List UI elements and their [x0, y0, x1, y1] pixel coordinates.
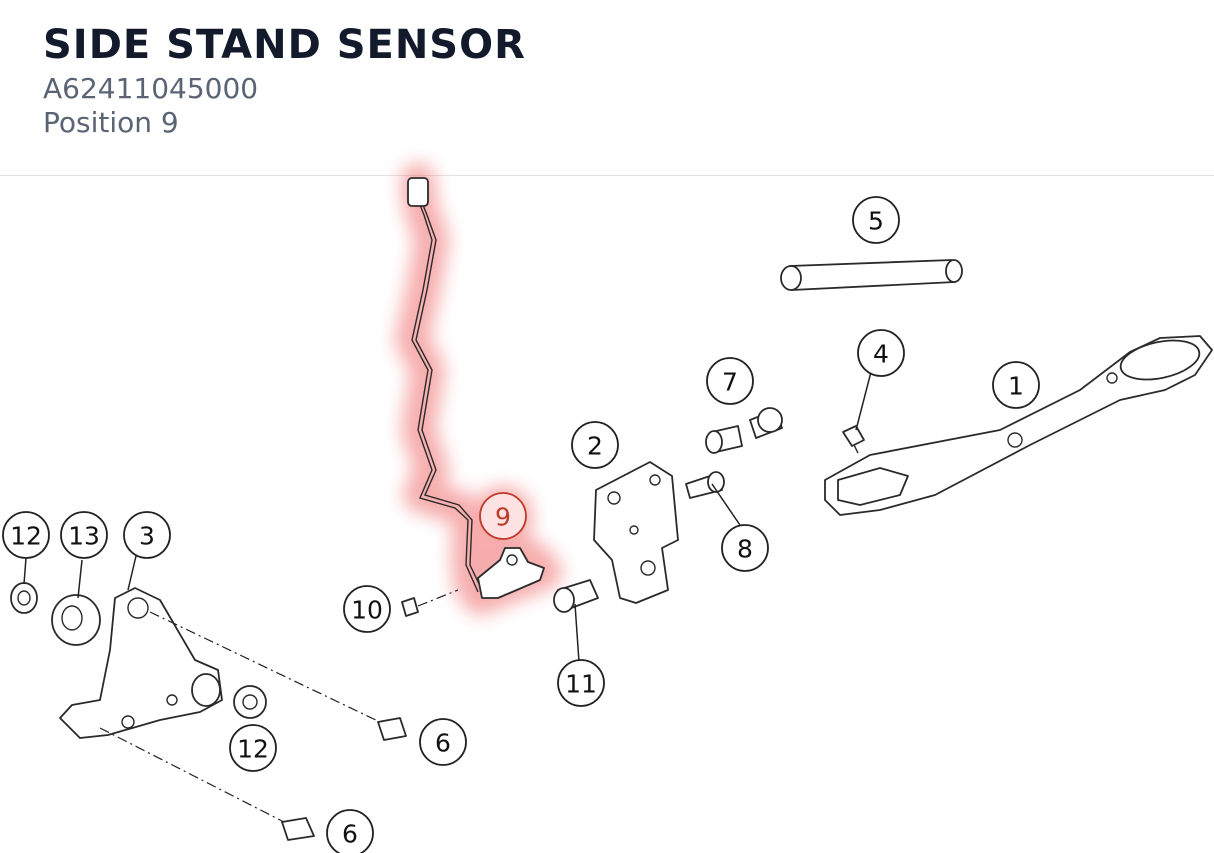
callout-label-11: 11: [565, 670, 597, 699]
callout-13[interactable]: 13: [60, 511, 108, 559]
callout-label-9: 9: [495, 503, 511, 532]
callout-1[interactable]: 1: [992, 361, 1040, 409]
frame-bracket-part[interactable]: [59, 587, 223, 739]
callout-label-10: 10: [351, 596, 383, 625]
callout-6b[interactable]: 6: [326, 809, 374, 853]
callout-label-1: 1: [1008, 372, 1024, 401]
bolt-part-7[interactable]: [705, 407, 783, 454]
callout-3[interactable]: 3: [123, 511, 171, 559]
callout-label-6b: 6: [342, 820, 358, 849]
leader-lines: [23, 371, 872, 663]
part-number: A62411045000: [43, 72, 259, 105]
callout-label-12a: 12: [10, 522, 42, 551]
callout-10[interactable]: 10: [343, 585, 391, 633]
bolt-part-6a[interactable]: [377, 717, 407, 741]
callout-4[interactable]: 4: [857, 329, 905, 377]
callout-label-3: 3: [139, 522, 155, 551]
washer-part-12b[interactable]: [233, 685, 267, 719]
pivot-pin-part[interactable]: [780, 259, 963, 291]
bolt-part-6b[interactable]: [281, 817, 315, 841]
callout-11[interactable]: 11: [557, 659, 605, 707]
side-stand-sensor-part[interactable]: [407, 177, 545, 599]
bushing-part-13[interactable]: [51, 594, 101, 646]
callout-label-5: 5: [868, 207, 884, 236]
pin-part-11[interactable]: [553, 579, 599, 613]
side-stand-leg-part[interactable]: [824, 334, 1213, 516]
header: SIDE STAND SENSOR A62411045000 Position …: [0, 0, 1214, 176]
page-title: SIDE STAND SENSOR: [43, 22, 526, 68]
callout-label-4: 4: [873, 340, 889, 369]
position-label: Position 9: [43, 106, 179, 139]
callout-5[interactable]: 5: [852, 196, 900, 244]
bolt-part-8[interactable]: [685, 471, 725, 499]
callout-7[interactable]: 7: [706, 357, 754, 405]
callout-label-2: 2: [587, 432, 603, 461]
bracket-plate-part[interactable]: [593, 461, 679, 604]
callout-9[interactable]: 9: [479, 492, 527, 540]
washer-part-12a[interactable]: [10, 582, 38, 614]
callout-12a[interactable]: 12: [2, 511, 50, 559]
callout-label-12b: 12: [237, 735, 269, 764]
callout-label-7: 7: [722, 368, 738, 397]
callout-12b[interactable]: 12: [229, 724, 277, 772]
callout-2[interactable]: 2: [571, 421, 619, 469]
screw-part-10[interactable]: [401, 597, 419, 617]
callout-label-8: 8: [737, 535, 753, 564]
grub-screw-part[interactable]: [842, 425, 865, 454]
callout-8[interactable]: 8: [721, 524, 769, 572]
alignment-lines: [99, 589, 459, 823]
callout-6a[interactable]: 6: [419, 718, 467, 766]
callout-label-6a: 6: [435, 729, 451, 758]
callout-label-13: 13: [68, 522, 100, 551]
